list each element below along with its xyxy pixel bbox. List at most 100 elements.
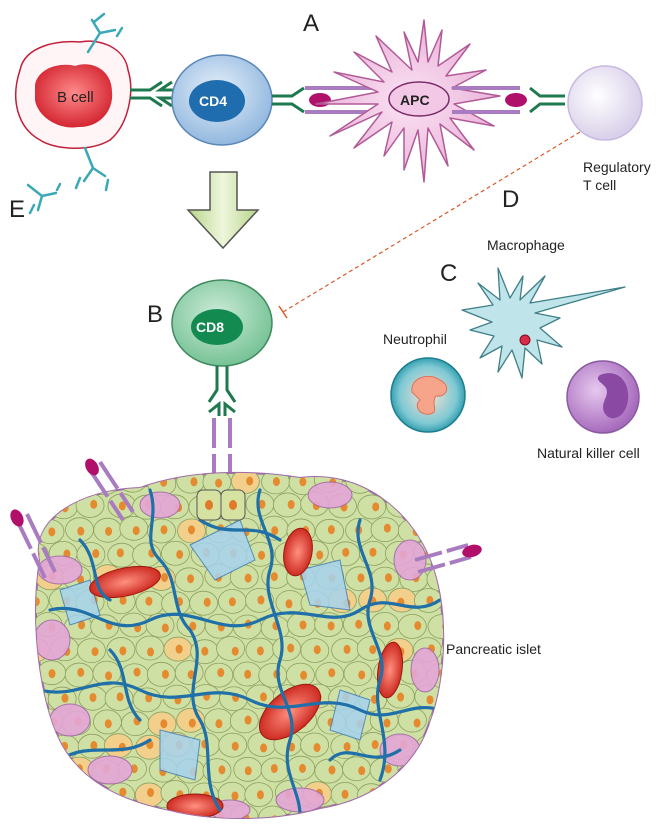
islet-cell [49,783,79,808]
islet-cell-nucleus [414,621,422,631]
islet-cell-nucleus [160,719,168,729]
islet-cell-nucleus [19,572,26,581]
islet-cell-nucleus [411,811,419,818]
islet-cell-nucleus [426,695,434,705]
islet-cell [36,755,37,781]
islet-cell-nucleus [161,669,169,679]
apc-label: APC [400,92,430,108]
islet-cell-nucleus [74,477,82,487]
islet-cell-nucleus [116,548,124,558]
islet-cell [90,614,120,640]
islet-cell-nucleus [328,765,336,775]
islet-cell-nucleus [256,790,264,800]
treg-suppression-bar [278,305,288,319]
islet-cell-nucleus [158,814,166,818]
islet-cell [387,781,416,807]
islet-cell-nucleus [36,790,42,800]
islet-cell [441,587,444,613]
islet-cell [36,491,51,517]
islet-cell [36,566,37,592]
islet-cell [415,734,444,760]
islet-cell-nucleus [116,692,124,702]
islet-cell [314,805,344,818]
b-cell: B cell [15,40,132,149]
islet-cell-nucleus [426,595,434,605]
activation-arrow [186,171,260,250]
islet-cell-nucleus [270,763,278,773]
islet-cell-nucleus [187,525,195,535]
islet-cell-nucleus [413,478,421,488]
islet-cell-nucleus [218,765,226,775]
islet-cell-nucleus [256,646,264,656]
islet-cell-nucleus [20,814,27,823]
treg-suppression-line [282,131,581,313]
islet-cell-nucleus [19,477,26,486]
panel-label-a: A [303,10,319,37]
targeted-beta-cells [196,489,246,521]
red-blood-cell [89,565,161,599]
islet-mhc-molecules [15,460,472,579]
islet-cell-nucleus [244,715,252,725]
islet-cell-nucleus [145,596,153,606]
islet-cell [121,806,151,818]
islet-cell-nucleus [440,523,444,533]
islet-cell-nucleus [133,667,141,677]
islet-cell-nucleus [36,739,44,749]
islet-cell-nucleus [132,526,140,536]
b-cell-nucleus [35,64,113,128]
islet-cell-nucleus [454,790,461,799]
b-cell-label: B cell [57,89,94,106]
panel-label-e: E [9,196,25,223]
islet-cell-nucleus [327,525,335,535]
islet-cell [344,805,374,818]
islet-cell-nucleus [75,812,83,818]
islet-cell-nucleus [299,812,307,818]
islet-cell [440,639,444,665]
islet-cell-nucleus [316,550,324,560]
islet-cell-nucleus [369,547,377,557]
islet-cell-nucleus [187,670,195,680]
islet-cell-nucleus [130,764,138,774]
islet-cell-nucleus [397,692,405,702]
islet-cell-nucleus [160,477,168,487]
islet-cell-nucleus [119,646,127,656]
islet-cell-nucleus [147,787,155,797]
islet-cell-nucleus [440,766,444,776]
islet-cell-nucleus [355,619,363,629]
natural-killer-cell-label: Natural killer cell [537,445,640,461]
islet-cell-nucleus [21,622,28,631]
islet-cell [189,590,218,616]
apc-treg-receptor [452,86,565,114]
islet-cell-nucleus [90,740,98,750]
islet-cell-nucleus [258,550,266,560]
islet-cell [428,759,444,785]
islet-cell-nucleus [91,788,99,798]
islet-cell-nucleus [426,788,434,798]
islet-cell-nucleus [161,623,169,633]
islet-cell-nucleus [92,549,100,559]
islet-cell [426,566,444,592]
islet-cell-nucleus [341,789,349,799]
islet-cell-nucleus [383,476,391,486]
islet-cell-nucleus [50,812,58,818]
islet-cell-nucleus [231,741,239,751]
cd8-label: CD8 [196,319,224,335]
cd8-cell: CD8 [171,279,273,367]
islet-cell [258,662,288,688]
islet-cell-nucleus [78,620,86,630]
islet-cell [103,733,133,759]
islet-cell [399,806,428,818]
regulatory-t-cell-label-1: Regulatory [583,159,651,175]
islet-cell [36,734,52,760]
islet-cell-nucleus [383,621,391,631]
natural-killer-cell: Natural killer cell [537,360,640,461]
islet-cell [90,804,120,818]
b-cd4-receptor [130,80,178,108]
islet-cell [427,803,444,818]
islet-cell-nucleus [260,743,268,753]
islet-cell [36,612,39,638]
islet-cell [161,540,190,566]
islet-cell [343,661,373,687]
islet-cell-nucleus [343,644,351,654]
islet-cell-nucleus [396,788,404,798]
